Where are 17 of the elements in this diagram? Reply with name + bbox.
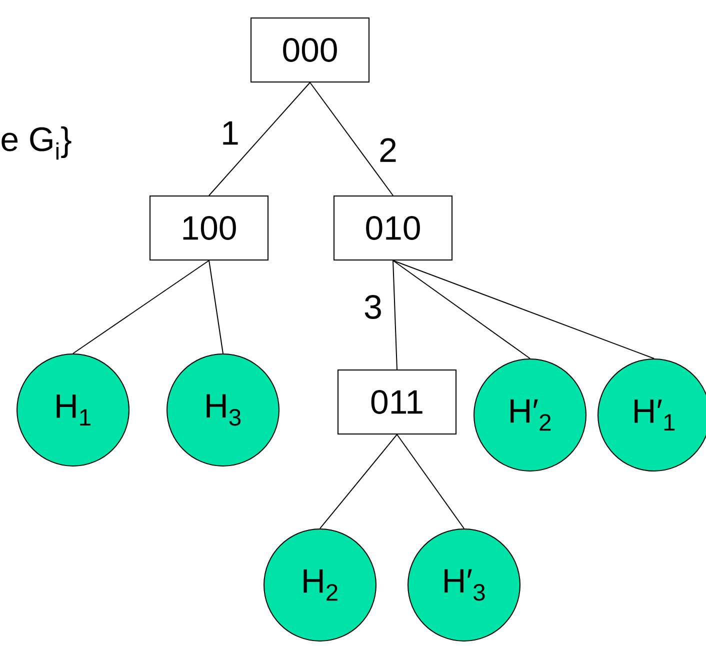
connector-line (392, 260, 398, 370)
connector-line (208, 260, 224, 354)
connector-line (392, 260, 530, 359)
connector-line (320, 434, 398, 529)
edge-label: 3 (362, 294, 384, 320)
edge-label: 2 (378, 137, 398, 163)
connector-line (72, 260, 210, 354)
connector-line (208, 82, 310, 196)
state-box: 011 (338, 370, 456, 434)
state-box: 100 (150, 196, 268, 260)
connector-line (310, 82, 394, 196)
edge-label: 1 (220, 120, 240, 146)
text-fragment: e G$_{i}$} (2, 126, 72, 160)
state-box: 010 (334, 196, 452, 260)
connector-line (392, 260, 654, 359)
state-box: 000 (250, 18, 370, 82)
connector-line (396, 434, 464, 529)
